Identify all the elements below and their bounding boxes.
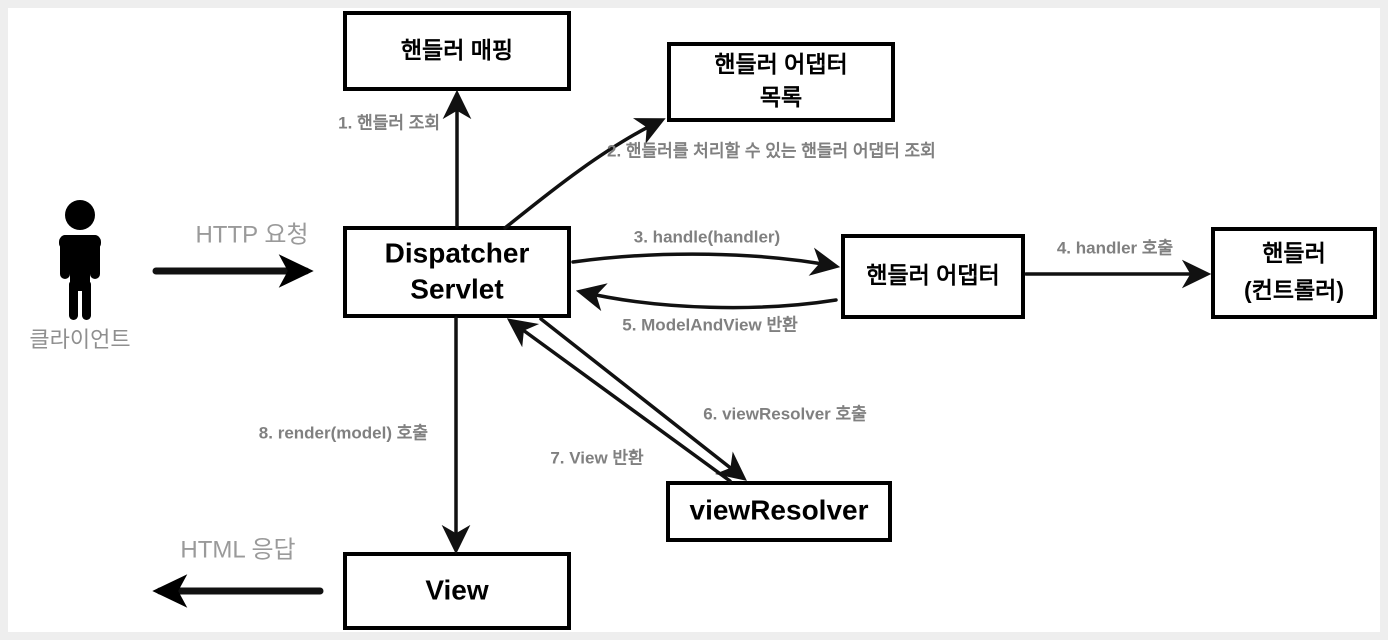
node-view-label: View — [425, 574, 489, 605]
node-dispatcher-servlet-label-line2: Servlet — [410, 273, 503, 304]
frame-border-bottom — [0, 632, 1388, 640]
step4-label: 4. handler 호출 — [1057, 238, 1174, 257]
frame-border-left — [0, 0, 8, 640]
person-icon-torso — [70, 243, 90, 291]
node-handler-controller-label-line2: (컨트롤러) — [1244, 277, 1344, 303]
node-handler-mapping-label: 핸들러 매핑 — [401, 37, 513, 63]
node-handler-adapter[interactable]: 핸들러 어댑터 — [841, 234, 1025, 319]
node-handler-mapping[interactable]: 핸들러 매핑 — [343, 11, 571, 91]
person-icon-head — [65, 200, 95, 230]
arrow-step2 — [503, 118, 666, 230]
step7-label: 7. View 반환 — [550, 448, 644, 467]
person-icon-leg-left — [69, 280, 78, 320]
person-icon-arm-left — [60, 235, 70, 279]
frame-border-right — [1380, 0, 1388, 640]
node-handler-adapter-list[interactable]: 핸들러 어댑터 목록 — [667, 42, 895, 122]
step1-label: 1. 핸들러 조회 — [338, 113, 440, 132]
arrow-step6 — [539, 317, 747, 481]
person-icon-leg-right — [82, 280, 91, 320]
client-label: 클라이언트 — [29, 327, 130, 352]
frame-border-top — [0, 0, 1388, 8]
node-view-resolver[interactable]: viewResolver — [666, 481, 892, 542]
node-handler-controller-label-line1: 핸들러 — [1262, 240, 1325, 266]
client-actor: 클라이언트 — [29, 200, 131, 352]
node-handler-adapter-list-label-line2: 목록 — [760, 84, 802, 110]
node-view[interactable]: View — [343, 552, 571, 630]
arrow-step5 — [575, 283, 838, 312]
node-handler-adapter-label: 핸들러 어댑터 — [866, 262, 999, 288]
step8-label: 8. render(model) 호출 — [259, 423, 429, 442]
node-view-resolver-label: viewResolver — [690, 494, 869, 525]
step2-label: 2. 핸들러를 처리할 수 있는 핸들러 어댑터 조회 — [607, 141, 936, 160]
arrow-step7 — [506, 318, 732, 483]
step5-label: 5. ModelAndView 반환 — [622, 315, 798, 334]
step6-label: 6. viewResolver 호출 — [703, 404, 867, 423]
html-response-label: HTML 응답 — [180, 536, 295, 563]
node-dispatcher-servlet-label-line1: Dispatcher — [385, 237, 530, 268]
http-request-label: HTTP 요청 — [195, 221, 308, 248]
node-handler-adapter-list-label-line1: 핸들러 어댑터 — [714, 51, 847, 77]
node-handler-controller[interactable]: 핸들러 (컨트롤러) — [1211, 227, 1377, 319]
node-dispatcher-servlet[interactable]: Dispatcher Servlet — [343, 226, 571, 318]
arrow-step3 — [571, 247, 841, 276]
step3-label: 3. handle(handler) — [634, 227, 780, 246]
person-icon-arm-right — [90, 235, 100, 279]
